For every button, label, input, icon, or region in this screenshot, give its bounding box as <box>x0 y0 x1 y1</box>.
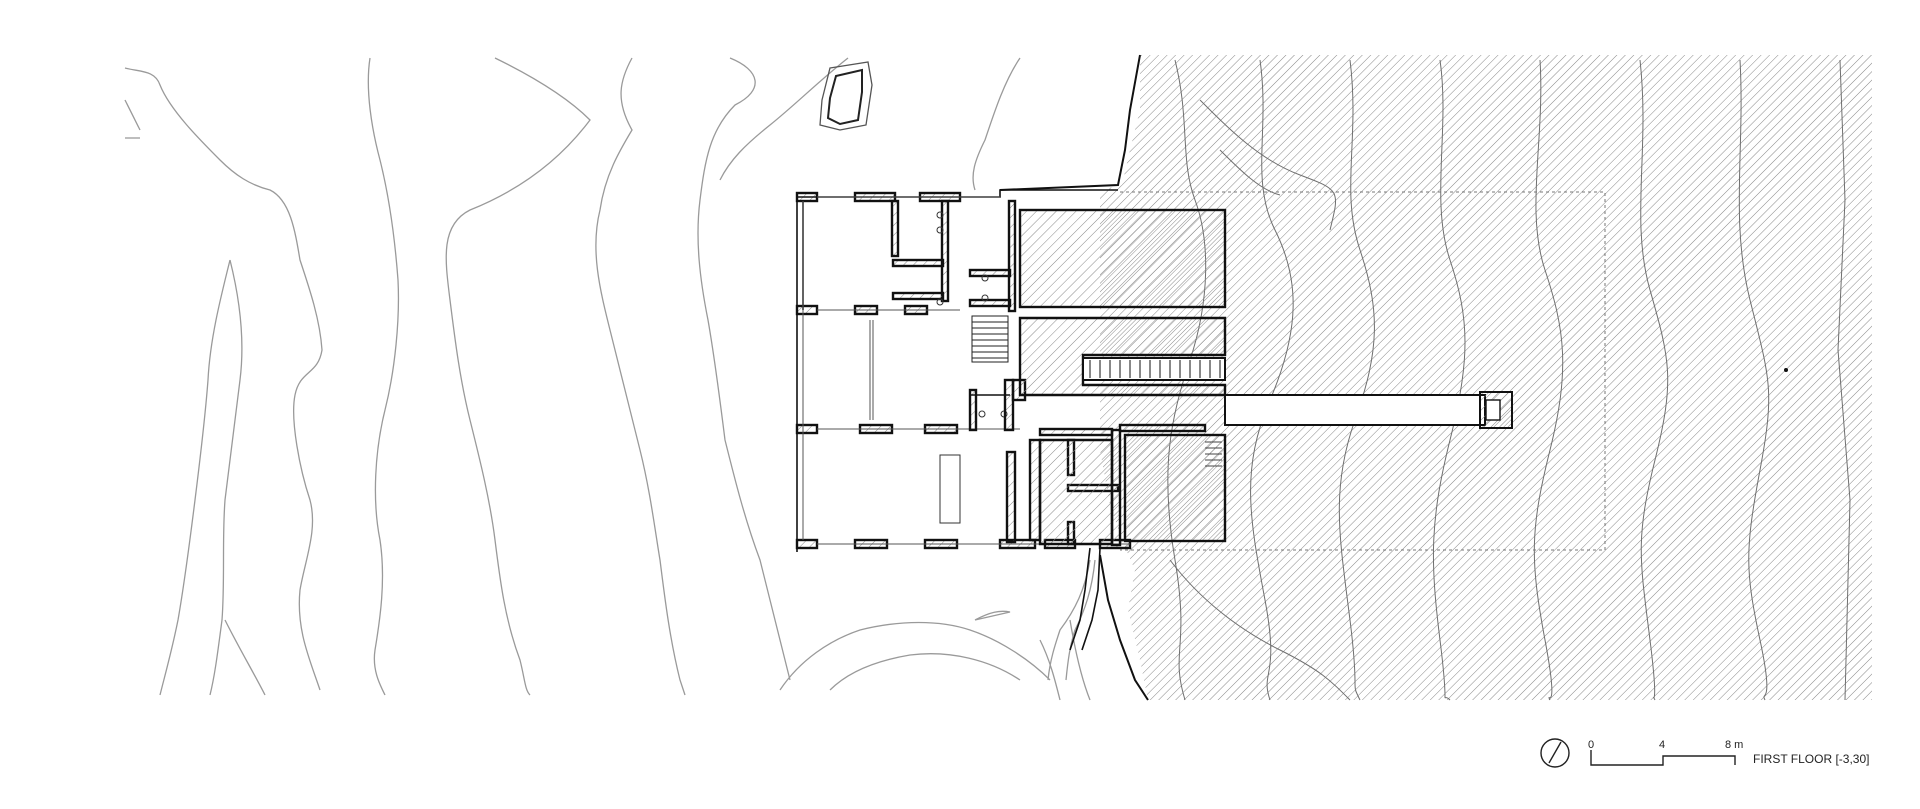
entrance-contours <box>779 559 1096 701</box>
terrain-contours <box>124 57 1021 696</box>
north-arrow-icon <box>1540 738 1570 768</box>
skylight-slot <box>1082 357 1226 381</box>
scale-label-4: 4 <box>1659 739 1665 751</box>
scale-label-8m: 8 m <box>1725 739 1743 751</box>
scale-bar <box>1590 750 1736 766</box>
terrain-edge-lower <box>1099 554 1149 701</box>
building-plan <box>795 189 1788 651</box>
drawing-title: FIRST FLOOR [-3,30] <box>1753 752 1869 766</box>
staircase <box>971 315 1009 363</box>
legend: 0 4 8 m FIRST FLOOR [-3,30] <box>1540 738 1869 768</box>
roof-outline-dashed <box>1120 191 1606 551</box>
tunnel <box>1224 394 1486 426</box>
terrain-edge <box>999 54 1141 191</box>
table <box>939 454 961 524</box>
scale-label-0: 0 <box>1588 739 1594 751</box>
rock-outcrop-inner <box>826 68 863 126</box>
terrain-hatched-area <box>1100 55 1872 700</box>
rock-outcrop <box>819 61 873 131</box>
